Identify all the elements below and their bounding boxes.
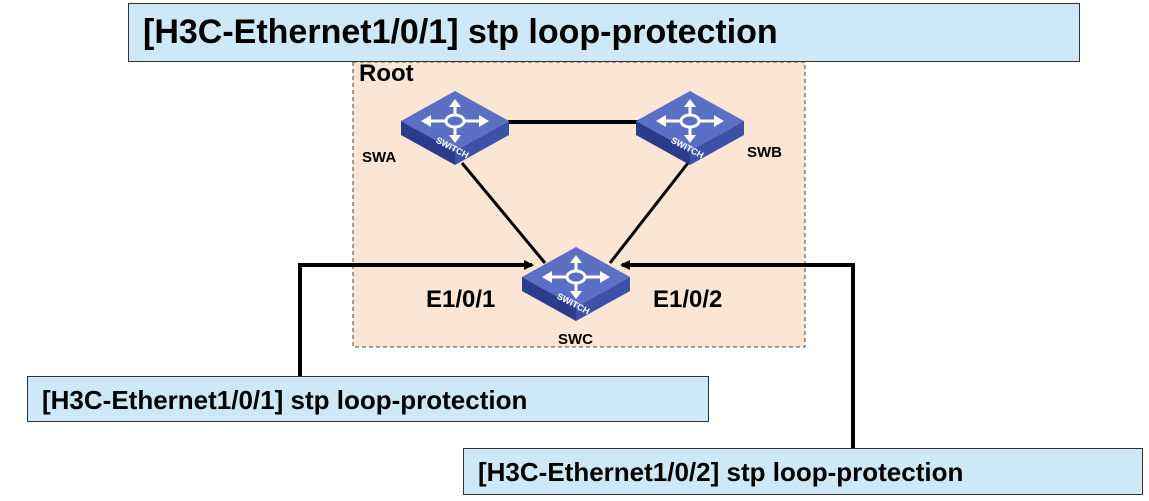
port-e1-0-2-label: E1/0/2: [653, 286, 722, 313]
swc-label: SWC: [558, 331, 593, 348]
switch-swc-icon: SWITCH: [520, 245, 632, 323]
root-label: Root: [359, 60, 414, 87]
link-swb-swc: [608, 162, 690, 264]
arrow-to-e1-0-2: [620, 260, 855, 448]
command-box-top: [H3C-Ethernet1/0/1] stp loop-protection: [128, 3, 1080, 62]
swb-label: SWB: [747, 144, 782, 161]
link-swa-swc: [460, 162, 547, 264]
arrow-to-e1-0-1: [298, 260, 534, 376]
command-box-e1-0-2: [H3C-Ethernet1/0/2] stp loop-protection: [463, 448, 1143, 495]
swa-label: SWA: [362, 149, 396, 166]
switch-swb-icon: SWITCH: [634, 89, 746, 167]
switch-swa-icon: SWITCH: [399, 89, 511, 167]
command-box-e1-0-1: [H3C-Ethernet1/0/1] stp loop-protection: [27, 376, 709, 422]
port-e1-0-1-label: E1/0/1: [426, 286, 495, 313]
